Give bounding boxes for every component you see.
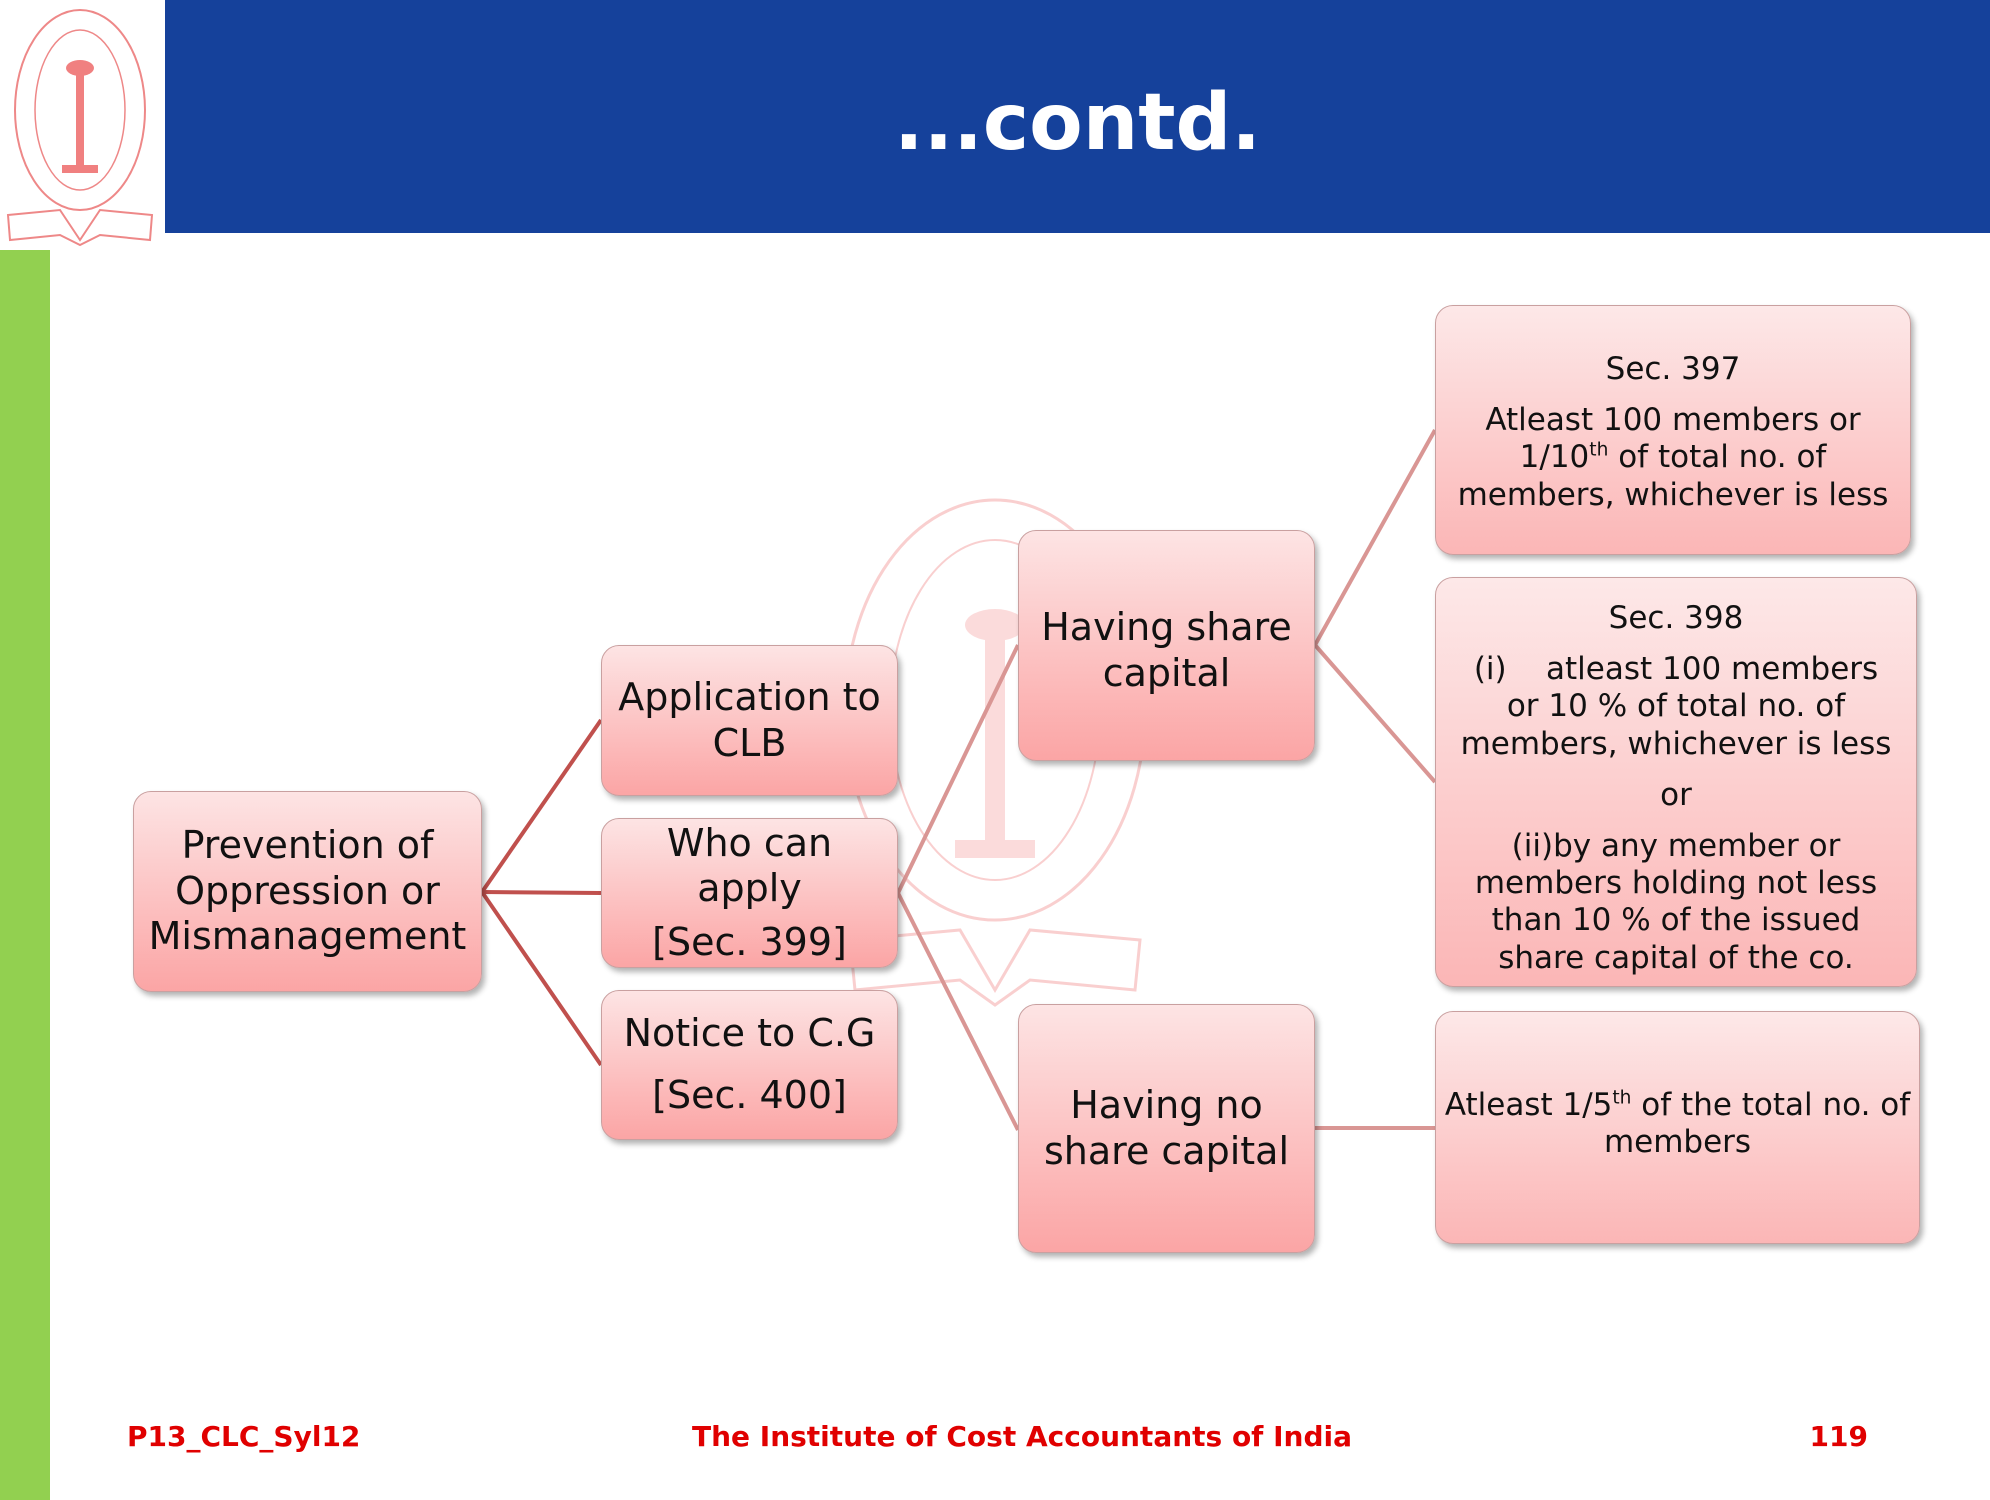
box-text: or 10 % of total no. of: [1506, 688, 1846, 725]
box-text: Mismanagement: [148, 914, 467, 959]
box-text: Oppression or: [175, 868, 440, 913]
footer-institute: The Institute of Cost Accountants of Ind…: [692, 1420, 1352, 1453]
box-text: share capital of the co.: [1498, 939, 1854, 976]
green-side-bar: [0, 250, 50, 1500]
box-text: CLB: [712, 720, 787, 765]
box-text: Atleast 100 members or: [1485, 402, 1861, 439]
box-text: or: [1660, 776, 1692, 813]
application-box: Application to CLB: [601, 645, 898, 796]
header-bar: ...contd.: [165, 0, 1990, 233]
box-text: Prevention of: [181, 823, 434, 868]
box-text: Application to: [618, 674, 881, 719]
box-text: Notice to C.G: [623, 1011, 876, 1056]
box-text: members holding not less: [1474, 865, 1878, 902]
box-text: Having no: [1070, 1082, 1263, 1127]
box-text: [Sec. 399]: [652, 919, 847, 964]
box-text: capital: [1102, 650, 1231, 695]
box-text: than 10 % of the issued: [1491, 902, 1861, 939]
box-text: share capital: [1043, 1128, 1289, 1173]
sec397-box: Sec. 397 Atleast 100 members or 1/10th o…: [1435, 305, 1911, 555]
page-number: 119: [1809, 1420, 1868, 1453]
notice-box: Notice to C.G [Sec. 400]: [601, 990, 898, 1140]
who-can-apply-box: Who can apply [Sec. 399]: [601, 818, 898, 968]
box-text: Who can: [666, 820, 833, 865]
box-text: (i) atleast 100 members: [1473, 651, 1879, 688]
box-text: Having share: [1041, 605, 1292, 649]
no-share-requirement-box: Atleast 1/5th of the total no. of member…: [1435, 1011, 1920, 1244]
box-text: 1/10th of total no. of: [1519, 439, 1827, 476]
footer-course-code: P13_CLC_Syl12: [127, 1420, 361, 1453]
no-share-capital-box: Having no share capital: [1018, 1004, 1315, 1253]
box-text: [Sec. 400]: [652, 1073, 847, 1117]
prevention-box: Prevention of Oppression or Mismanagemen…: [133, 791, 482, 992]
slide-title: ...contd.: [894, 78, 1261, 168]
box-text: (ii)by any member or: [1511, 827, 1841, 864]
box-text: members: [1603, 1124, 1752, 1161]
institute-logo: [6, 9, 154, 247]
box-title: Sec. 397: [1605, 351, 1741, 387]
box-title: Sec. 398: [1608, 600, 1744, 636]
box-text: apply: [697, 866, 802, 911]
sec398-box: Sec. 398 (i) atleast 100 members or 10 %…: [1435, 577, 1917, 987]
box-text: members, whichever is less: [1457, 476, 1889, 513]
box-text: Atleast 1/5th of the total no. of: [1444, 1087, 1911, 1123]
share-capital-box: Having share capital: [1018, 530, 1315, 761]
box-text: members, whichever is less: [1460, 725, 1892, 762]
